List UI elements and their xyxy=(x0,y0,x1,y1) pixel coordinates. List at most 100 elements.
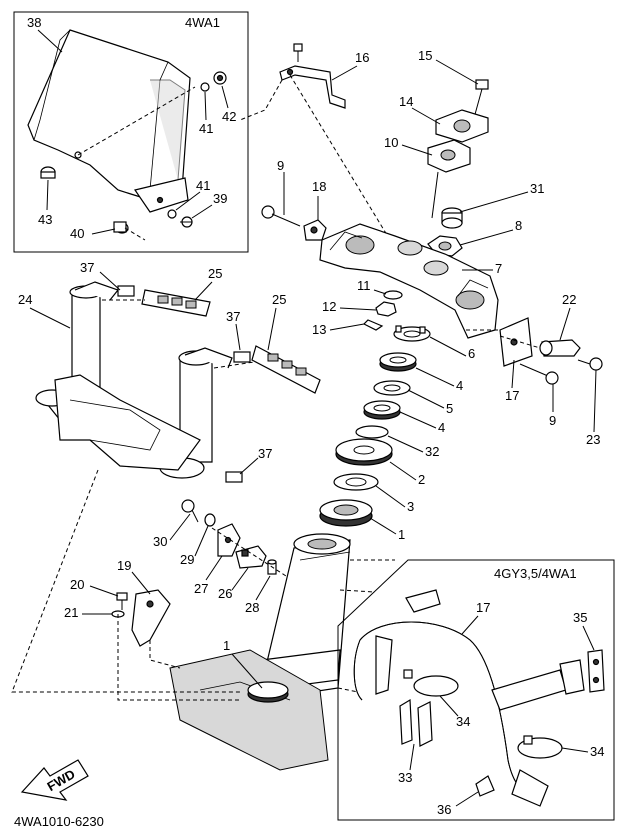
label-38: 38 xyxy=(27,15,41,30)
grommet-43 xyxy=(40,166,56,179)
label-31: 31 xyxy=(530,181,544,196)
bolt-16-top xyxy=(293,43,303,62)
ring-nut-4-upper xyxy=(379,352,417,372)
bolt-28 xyxy=(267,559,277,575)
bolt-23 xyxy=(577,357,603,371)
handlebar-holder-lower-10 xyxy=(427,139,471,219)
label-42: 42 xyxy=(222,109,236,124)
clip-13 xyxy=(362,319,384,331)
seal-32 xyxy=(355,425,389,439)
lock-washer-6 xyxy=(393,325,431,342)
clamp-34-lower xyxy=(517,735,563,759)
bracket-16 xyxy=(279,65,346,109)
washer-5 xyxy=(373,380,411,396)
fwd-arrow-icon: FWD xyxy=(20,759,89,801)
label-9-left: 9 xyxy=(277,158,284,173)
label-37-top: 37 xyxy=(80,260,94,275)
label-17-guard: 17 xyxy=(476,600,490,615)
label-8: 8 xyxy=(515,218,522,233)
nut-12 xyxy=(375,301,397,317)
handlebar-holder-upper-14 xyxy=(435,109,489,143)
bracket-35 xyxy=(587,649,605,693)
diagram-id: 4WA1010-6230 xyxy=(14,814,104,829)
label-14: 14 xyxy=(399,94,413,109)
clamp-34-upper xyxy=(403,669,459,697)
label-41-bottom: 41 xyxy=(196,178,210,193)
label-10: 10 xyxy=(384,135,398,150)
label-9-right: 9 xyxy=(549,413,556,428)
reflector-strip-25-mid xyxy=(251,345,321,394)
bolt-9-right xyxy=(519,363,559,385)
bracket-19 xyxy=(131,589,171,647)
inset-box-4gy3: 4GY3,5/4WA1 xyxy=(337,559,615,821)
label-27: 27 xyxy=(194,581,208,596)
label-17-small: 17 xyxy=(505,388,519,403)
label-34-lower: 34 xyxy=(590,744,604,759)
ring-nut-4-lower xyxy=(363,400,401,420)
bolt-20 xyxy=(116,592,128,610)
label-34-upper: 34 xyxy=(456,714,470,729)
label-43: 43 xyxy=(38,212,52,227)
label-33: 33 xyxy=(398,770,412,785)
label-25-mid: 25 xyxy=(272,292,286,307)
inset-4gy3-label: 4GY3,5/4WA1 xyxy=(494,566,577,581)
label-21: 21 xyxy=(64,605,78,620)
label-16: 16 xyxy=(355,50,369,65)
inset-box-4wa1: 4WA1 xyxy=(13,11,249,253)
label-37-low: 37 xyxy=(258,446,272,461)
cap-31 xyxy=(441,207,463,229)
bolt-30 xyxy=(181,499,199,523)
label-18: 18 xyxy=(312,179,326,194)
label-35: 35 xyxy=(573,610,587,625)
label-11: 11 xyxy=(357,278,371,293)
label-1-lower: 1 xyxy=(223,638,230,653)
inset-4wa1-label: 4WA1 xyxy=(185,15,220,30)
label-23: 23 xyxy=(586,432,600,447)
block-37-low xyxy=(225,471,243,483)
bolt-42 xyxy=(213,71,227,85)
upper-bracket-7 xyxy=(319,223,499,339)
bracket-27 xyxy=(217,523,241,557)
label-30: 30 xyxy=(153,534,167,549)
cover-set-24 xyxy=(35,281,233,479)
label-24: 24 xyxy=(18,292,32,307)
washer-11 xyxy=(383,290,403,300)
label-1-upper: 1 xyxy=(398,527,405,542)
label-29: 29 xyxy=(180,552,194,567)
label-4-upper: 4 xyxy=(456,378,463,393)
bolt-15 xyxy=(473,79,489,119)
label-28: 28 xyxy=(245,600,259,615)
washer-41-bottom xyxy=(167,209,177,219)
label-39: 39 xyxy=(213,191,227,206)
label-6: 6 xyxy=(468,346,475,361)
headlight-cowl-38 xyxy=(27,29,191,213)
screw-39 xyxy=(180,216,193,228)
label-3: 3 xyxy=(407,499,414,514)
label-36: 36 xyxy=(437,802,451,817)
label-4-lower: 4 xyxy=(438,420,445,435)
label-12: 12 xyxy=(322,299,336,314)
guard-17 xyxy=(353,589,585,807)
label-15: 15 xyxy=(418,48,432,63)
label-25-top: 25 xyxy=(208,266,222,281)
label-22: 22 xyxy=(562,292,576,307)
label-7: 7 xyxy=(495,261,502,276)
washer-41-top xyxy=(200,82,210,92)
label-sticker-36 xyxy=(475,775,495,797)
label-20: 20 xyxy=(70,577,84,592)
label-40: 40 xyxy=(70,226,84,241)
label-19: 19 xyxy=(117,558,131,573)
label-26: 26 xyxy=(218,586,232,601)
bracket-18 xyxy=(303,219,327,241)
pad-33 xyxy=(399,698,433,747)
label-5: 5 xyxy=(446,401,453,416)
block-37-top xyxy=(117,285,135,297)
clamp-26 xyxy=(235,545,267,569)
bracket-22 xyxy=(539,339,581,357)
reflector-strip-25-top xyxy=(141,289,211,317)
washer-29 xyxy=(204,513,216,527)
label-41-top: 41 xyxy=(199,121,213,136)
bolt-9-left xyxy=(261,205,301,227)
bracket-17-small xyxy=(499,317,533,367)
